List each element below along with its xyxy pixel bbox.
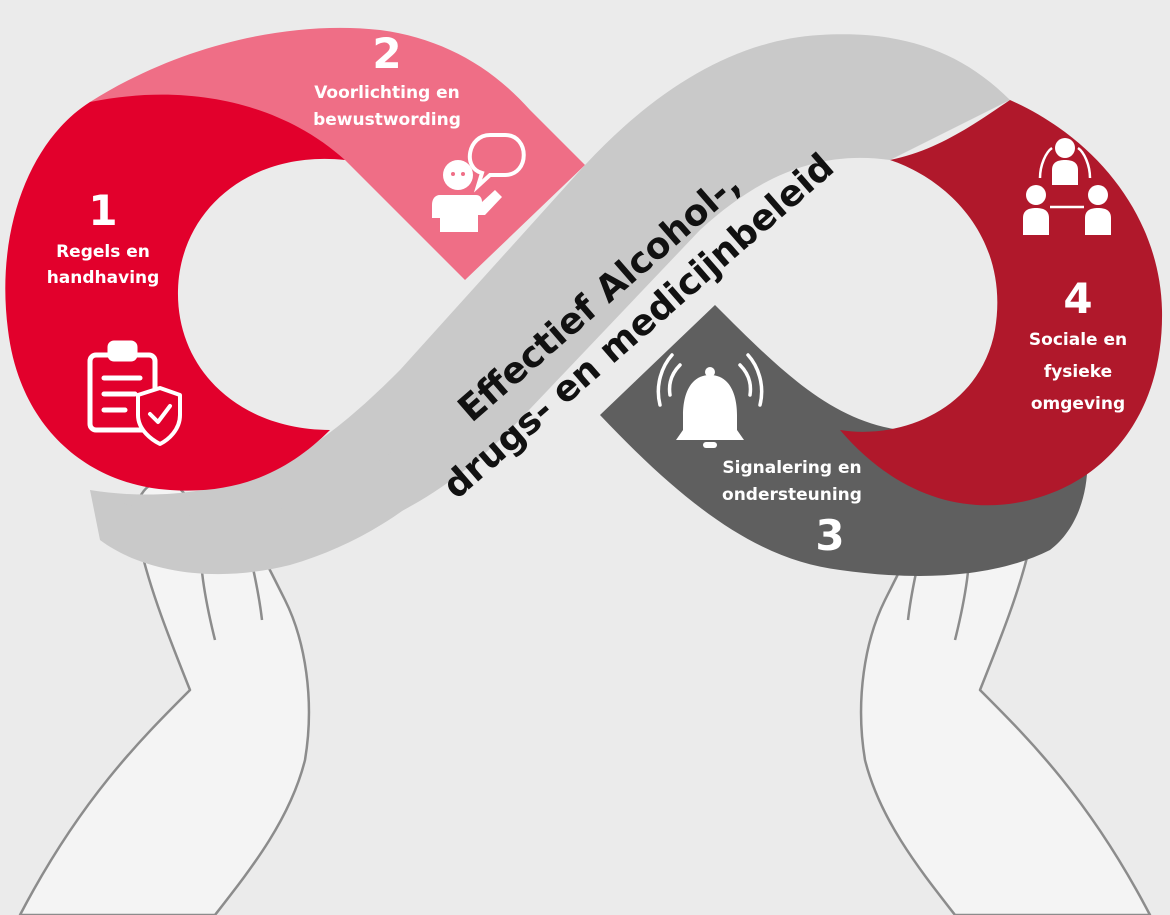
pillar-3-title-line2: ondersteuning xyxy=(722,485,862,505)
pillar-4-title-line1: Sociale en xyxy=(1029,330,1127,350)
pillar-3-label: Signalering en ondersteuning 3 xyxy=(722,458,862,560)
pillar-1-label: 1 Regels en handhaving xyxy=(47,186,160,288)
pillar-4-segment xyxy=(840,100,1163,506)
clipboard-shield-icon xyxy=(87,340,182,446)
pillar-2-number: 2 xyxy=(372,29,401,78)
pillar-4-number: 4 xyxy=(1063,274,1092,323)
pillar-1-title-line1: Regels en xyxy=(56,242,150,262)
pillar-4-title-line3: omgeving xyxy=(1031,394,1125,414)
pillar-3-segment xyxy=(600,305,1088,576)
pillar-1-number: 1 xyxy=(88,186,117,235)
people-network-icon xyxy=(1023,138,1111,235)
person-speech-icon xyxy=(432,133,526,232)
pillar-2-label: 2 Voorlichting en bewustwording xyxy=(313,29,461,130)
grey-band-upper-right xyxy=(90,34,1010,552)
pillar-2-title-line1: Voorlichting en xyxy=(314,83,460,103)
pillar-3-title-line1: Signalering en xyxy=(722,458,861,478)
pillar-1-title-line2: handhaving xyxy=(47,268,160,288)
pillar-2-title-line2: bewustwording xyxy=(313,110,461,130)
pillar-4-label: 4 Sociale en fysieke omgeving xyxy=(1029,274,1127,414)
pillar-4-title-line2: fysieke xyxy=(1044,362,1112,382)
pillar-3-number: 3 xyxy=(815,511,844,560)
alarm-bell-icon xyxy=(656,353,764,448)
grey-band-lower-left xyxy=(90,420,465,575)
